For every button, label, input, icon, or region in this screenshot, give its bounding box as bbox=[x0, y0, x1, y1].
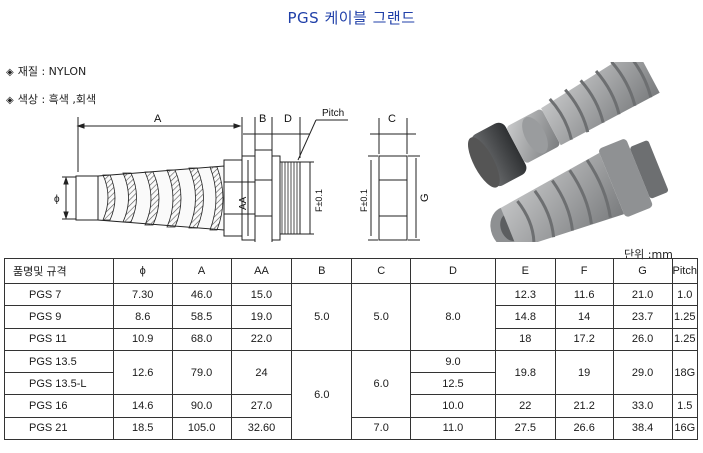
cell-d: 12.5 bbox=[410, 372, 496, 396]
cell-a: 68.0 bbox=[171, 327, 232, 351]
unit-label: 단위 :mm bbox=[624, 248, 673, 261]
cell-f: 14 bbox=[554, 305, 614, 329]
dim-c-label: C bbox=[388, 113, 396, 125]
cell-phi: 14.6 bbox=[112, 394, 173, 418]
color-label: 색상 : 흑색 ,회색 bbox=[17, 93, 97, 106]
cell-a: 79.0 bbox=[171, 349, 232, 396]
cell-name: PGS 13.5-L bbox=[4, 372, 114, 396]
header-cell: E bbox=[494, 258, 556, 284]
product-photo bbox=[467, 62, 669, 242]
cell-d: 10.0 bbox=[410, 394, 496, 418]
dim-f-label: F±0.1 bbox=[314, 189, 324, 212]
cell-aa: 22.0 bbox=[230, 327, 293, 351]
header-cell: C bbox=[351, 258, 412, 284]
material-spec: ◈재질 : NYLON bbox=[6, 63, 86, 79]
header-cell: ϕ bbox=[112, 258, 173, 284]
cell-pitch: 1.25 bbox=[671, 305, 699, 329]
cell-pitch: 18G bbox=[671, 349, 699, 396]
cell-c: 5.0 bbox=[351, 283, 412, 351]
cell-a: 58.5 bbox=[171, 305, 232, 329]
diamond-bullet-icon: ◈ bbox=[6, 67, 14, 78]
cell-phi: 18.5 bbox=[112, 416, 173, 441]
table-row: PGS 21 18.5 105.0 32.60 7.0 11.0 27.5 26… bbox=[4, 416, 699, 441]
cell-g: 26.0 bbox=[612, 327, 673, 351]
header-cell: 품명및 규격 bbox=[4, 258, 114, 284]
cell-g: 21.0 bbox=[612, 282, 673, 307]
cell-aa: 32.60 bbox=[230, 416, 293, 441]
color-spec: ◈색상 : 흑색 ,회색 bbox=[6, 91, 96, 107]
cell-f: 21.2 bbox=[554, 394, 614, 418]
table-row: PGS 13.5 12.6 79.0 24 6.0 6.0 9.0 19.8 1… bbox=[4, 349, 699, 441]
cell-phi: 8.6 bbox=[112, 305, 173, 329]
cell-d: 9.0 bbox=[410, 349, 496, 374]
cell-name: PGS 16 bbox=[4, 394, 114, 418]
cell-g: 33.0 bbox=[612, 394, 673, 418]
dim-aa-label: AA bbox=[238, 196, 249, 210]
phi-label: ϕ bbox=[54, 194, 60, 205]
page-title: PGS 케이블 그랜드 bbox=[287, 9, 416, 27]
dim-f-side-label: F±0.1 bbox=[359, 189, 369, 212]
cell-f: 17.2 bbox=[554, 327, 614, 351]
cell-g: 38.4 bbox=[612, 416, 673, 441]
header-cell: B bbox=[291, 258, 353, 284]
spec-table: 품명및 규격 ϕ A AA B C D E F G Pitch PGS 7 7.… bbox=[4, 258, 699, 441]
cell-a: 105.0 bbox=[171, 416, 232, 441]
cell-c: 6.0 bbox=[351, 349, 412, 418]
cell-phi: 12.6 bbox=[112, 349, 173, 396]
dim-d-label: D bbox=[284, 113, 292, 125]
table-header-row: 품명및 규격 ϕ A AA B C D E F G Pitch bbox=[4, 258, 699, 284]
cable-gland-drawing: A B D Pitch C ϕ AA F±0.1 F±0.1 G bbox=[54, 108, 428, 242]
cell-g: 23.7 bbox=[612, 305, 673, 329]
cell-c: 7.0 bbox=[351, 416, 412, 441]
cell-f: 26.6 bbox=[554, 416, 614, 441]
dim-g-label: G bbox=[419, 193, 428, 202]
cell-e: 19.8 bbox=[494, 349, 556, 396]
cell-e: 12.3 bbox=[494, 282, 556, 307]
dim-a-label: A bbox=[154, 113, 162, 125]
diamond-bullet-icon: ◈ bbox=[6, 95, 14, 106]
cell-aa: 24 bbox=[230, 349, 293, 396]
cell-e: 27.5 bbox=[494, 416, 556, 441]
pitch-label: Pitch bbox=[322, 108, 344, 119]
header-cell: D bbox=[410, 258, 496, 284]
cell-b: 5.0 bbox=[291, 283, 353, 351]
cell-d: 8.0 bbox=[410, 283, 496, 351]
cell-a: 46.0 bbox=[171, 282, 232, 307]
cell-pitch: 1.0 bbox=[671, 282, 699, 307]
cell-phi: 7.30 bbox=[112, 282, 173, 307]
cell-e: 22 bbox=[494, 394, 556, 418]
cell-pitch: 16G bbox=[671, 416, 699, 441]
cell-pitch: 1.25 bbox=[671, 327, 699, 351]
cell-g: 29.0 bbox=[612, 349, 673, 396]
cell-aa: 27.0 bbox=[230, 394, 293, 418]
material-label: 재질 : NYLON bbox=[17, 65, 87, 78]
cell-d: 11.0 bbox=[410, 416, 496, 441]
cell-b: 6.0 bbox=[291, 349, 353, 441]
cell-name: PGS 13.5 bbox=[4, 349, 114, 374]
table-row: PGS 11 10.9 68.0 22.0 18 17.2 26.0 1.25 bbox=[4, 327, 699, 351]
cell-a: 90.0 bbox=[171, 394, 232, 418]
cell-name: PGS 7 bbox=[4, 282, 114, 307]
header-cell: F bbox=[554, 258, 614, 284]
header-cell: Pitch bbox=[671, 258, 699, 284]
header-cell: AA bbox=[230, 258, 293, 284]
table-row: PGS 7 7.30 46.0 15.0 5.0 5.0 8.0 12.3 11… bbox=[4, 282, 699, 351]
table-row: PGS 13.5-L 12.5 bbox=[4, 372, 698, 396]
cell-pitch: 1.5 bbox=[671, 394, 699, 418]
cell-phi: 10.9 bbox=[112, 327, 173, 351]
dim-b-label: B bbox=[259, 113, 266, 125]
cell-aa: 15.0 bbox=[230, 282, 293, 307]
header-cell: A bbox=[171, 258, 232, 284]
cell-name: PGS 21 bbox=[4, 416, 114, 441]
cell-e: 14.8 bbox=[494, 305, 556, 329]
table-row: PGS 16 14.6 90.0 27.0 10.0 22 21.2 33.0 … bbox=[4, 394, 699, 418]
cell-aa: 19.0 bbox=[230, 305, 293, 329]
header-cell: G bbox=[612, 258, 673, 284]
cell-name: PGS 11 bbox=[4, 327, 114, 351]
cell-f: 19 bbox=[554, 349, 614, 396]
cell-f: 11.6 bbox=[554, 282, 614, 307]
cell-name: PGS 9 bbox=[4, 305, 114, 329]
cell-e: 18 bbox=[494, 327, 556, 351]
